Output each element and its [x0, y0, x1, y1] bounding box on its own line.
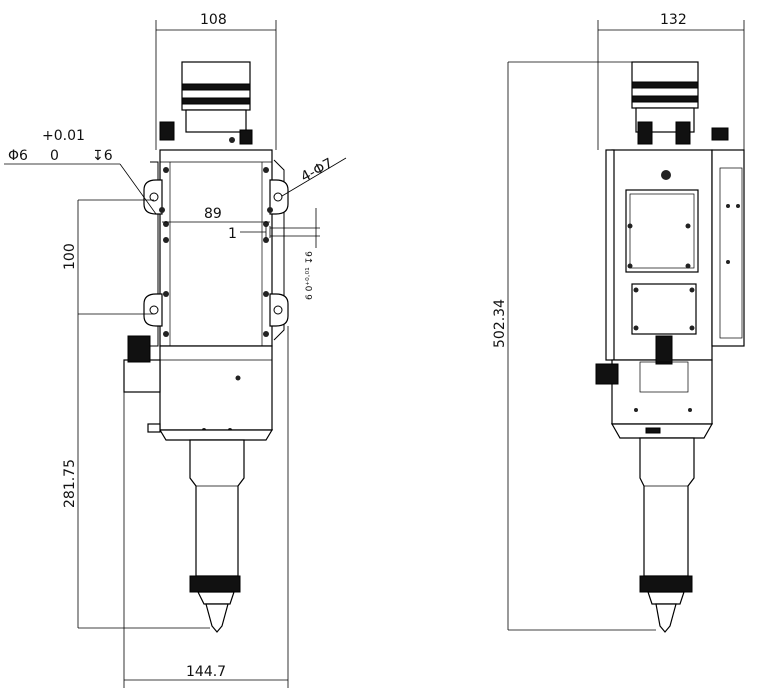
dim-bottom-width: 144.7 [186, 664, 226, 680]
front-side-connector [123, 359, 161, 393]
front-motor-band [181, 83, 251, 91]
dim-lower-height: 281.75 [62, 459, 78, 508]
dim-tolerance-plus: +0.01 [42, 128, 85, 144]
dim-offset: 1 [228, 226, 237, 242]
dim-mount-holes: 4-Φ7 [298, 155, 335, 185]
front-nozzle-nut [189, 575, 241, 593]
front-lug-bottom-right [269, 293, 289, 327]
front-main-body [159, 149, 273, 347]
dim-front-top-width: 108 [200, 12, 227, 28]
side-connector-left [637, 121, 653, 145]
side-window-lower [631, 283, 697, 335]
dim-hole-diameter: Φ6 [8, 148, 28, 164]
side-center-plug [655, 335, 673, 365]
front-lower-block [159, 345, 273, 431]
front-body-bolts [159, 167, 273, 337]
dim-side-top-width: 132 [660, 12, 687, 28]
front-nozzle-tip [205, 603, 229, 633]
dimension-lines [4, 20, 745, 688]
side-window-upper [625, 189, 699, 273]
front-lug-bottom-left [143, 293, 163, 327]
side-nozzle-nut [639, 575, 693, 593]
side-nozzle-tip [655, 603, 677, 633]
dim-mount-spacing: 89 [204, 206, 222, 222]
dim-small-callout: 6 0⁺⁰·⁰¹ ↧6 [305, 251, 315, 300]
front-lower-flange [158, 429, 274, 441]
dim-total-height: 502.34 [492, 299, 508, 348]
front-lug-top-left [143, 179, 163, 215]
front-right-rail [273, 159, 285, 341]
side-nozzle-tube [639, 437, 695, 577]
side-window-bolts [627, 204, 740, 331]
side-rear-plate [711, 149, 745, 347]
front-motor-base [185, 109, 247, 133]
front-left-rail [150, 161, 159, 347]
front-side-plug [127, 335, 151, 363]
dim-hole-tolerance-zero: 0 [50, 148, 59, 164]
side-connector-right [675, 121, 691, 145]
front-top-screw [229, 137, 235, 143]
front-connector-right [239, 129, 253, 145]
front-lug-top-right [269, 179, 289, 215]
front-view [123, 61, 289, 633]
side-side-plug [595, 363, 619, 385]
front-nozzle-tube [189, 439, 245, 577]
side-view [595, 61, 745, 633]
front-motor-band-lower [181, 97, 251, 105]
dim-vertical-spacing: 100 [62, 243, 78, 270]
dim-hole-depth: ↧6 [92, 148, 113, 164]
front-connector-left [159, 121, 175, 141]
